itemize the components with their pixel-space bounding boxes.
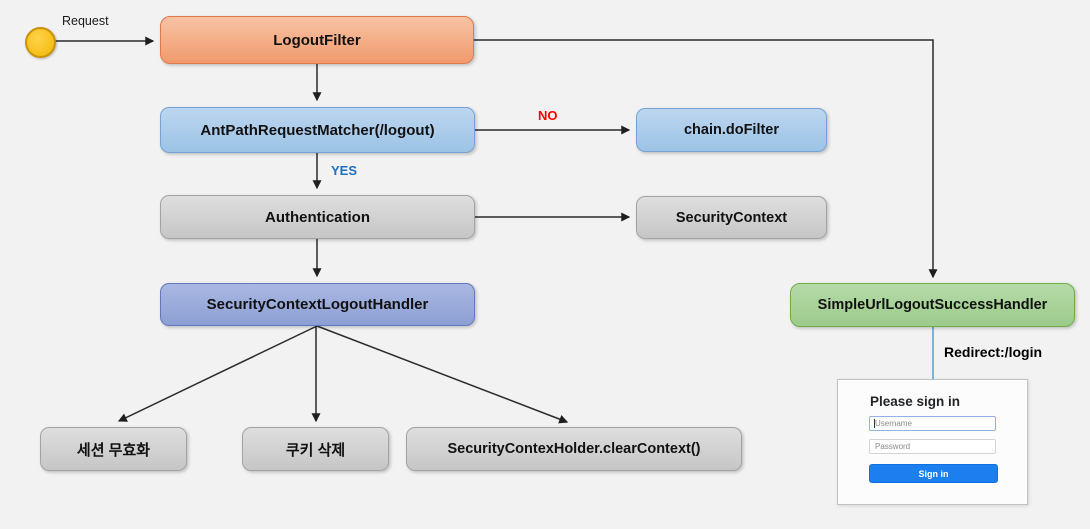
node-clear-context: SecurityContexHolder.clearContext() [406, 427, 742, 471]
start-circle [25, 27, 56, 58]
node-cookie-deletion: 쿠키 삭제 [242, 427, 389, 471]
text-caret [874, 419, 875, 428]
redirect-label: Redirect:/login [944, 344, 1043, 360]
request-label: Request [62, 14, 109, 28]
login-title: Please sign in [870, 394, 961, 409]
node-chain-do-filter: chain.doFilter [636, 108, 827, 152]
no-label: NO [538, 108, 558, 123]
node-security-context-logout-handler: SecurityContextLogoutHandler [160, 283, 475, 326]
node-simple-url-logout-success-handler: SimpleUrlLogoutSuccessHandler [790, 283, 1075, 327]
login-form-panel: Please sign in Sign in [837, 379, 1028, 505]
yes-label: YES [331, 163, 358, 178]
edge-handler-session [117, 325, 318, 422]
node-logout-filter: LogoutFilter [160, 16, 474, 64]
sign-in-button[interactable]: Sign in [869, 464, 998, 483]
node-authentication: Authentication [160, 195, 475, 239]
password-input[interactable] [869, 439, 996, 454]
username-input[interactable] [869, 416, 996, 431]
node-session-invalidation: 세션 무효화 [40, 427, 187, 471]
node-security-context: SecurityContext [636, 196, 827, 239]
edge-logoutfilter-successhandler [474, 39, 938, 279]
node-ant-path-request-matcher: AntPathRequestMatcher(/logout) [160, 107, 475, 153]
edge-handler-clearcontext [316, 325, 569, 424]
